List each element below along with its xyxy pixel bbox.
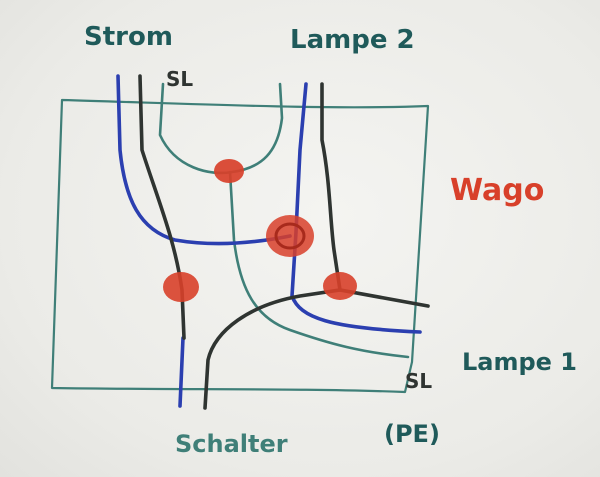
- label-lampe2: Lampe 2: [290, 25, 415, 55]
- label-strom: Strom: [84, 22, 173, 52]
- wago-connector-strom-phase: [163, 272, 199, 302]
- label-sl-bottom: SL: [405, 369, 432, 393]
- label-schalter: Schalter: [175, 430, 288, 458]
- wago-connector-neutral: [266, 215, 314, 257]
- sl-down-wire: [228, 170, 410, 359]
- switched-phase-wire: [203, 288, 430, 410]
- label-wago: Wago: [450, 173, 544, 208]
- neutral-wire-schalter: [178, 336, 185, 408]
- label-pe: (PE): [384, 420, 440, 448]
- label-lampe1: Lampe 1: [462, 348, 577, 376]
- phase-wire-lampe2: [320, 82, 342, 292]
- sl-loop-wire: [158, 82, 284, 175]
- wago-connector-switched-phase: [323, 272, 357, 300]
- neutral-wire-strom: [116, 74, 292, 246]
- label-sl-top: SL: [166, 67, 193, 91]
- junction-box-outline: [50, 98, 430, 394]
- wago-connector-sl: [214, 159, 244, 183]
